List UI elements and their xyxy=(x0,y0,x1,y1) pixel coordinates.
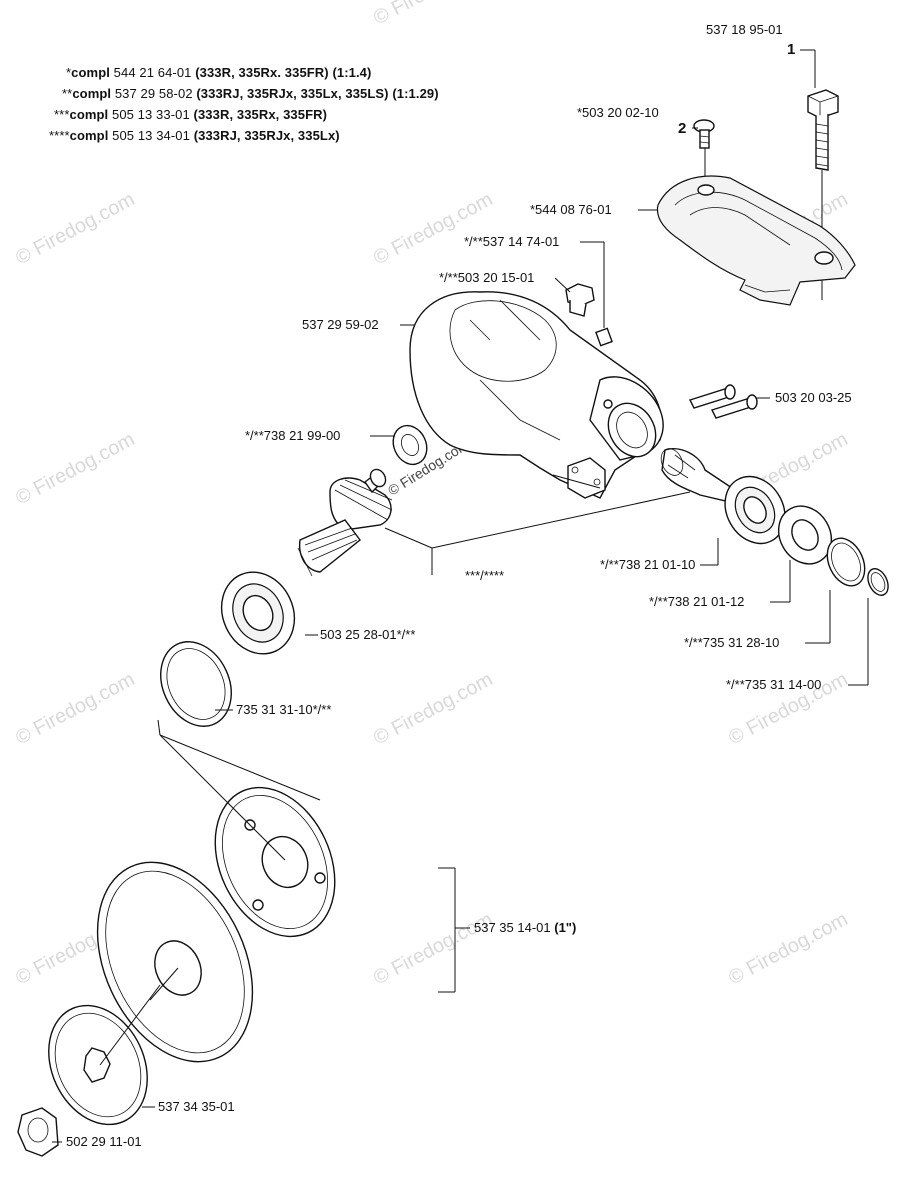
gear-cover-part xyxy=(656,175,856,306)
callout-503-20-15-01: */**503 20 15-01 xyxy=(439,270,535,285)
upper-flange-part xyxy=(214,786,336,938)
callout-537-29-59-02: 537 29 59-02 xyxy=(302,317,379,332)
callout-502-29-11-01: 502 29 11-01 xyxy=(66,1134,142,1149)
input-shaft-part xyxy=(660,448,738,503)
circlip-735-31-28-10 xyxy=(826,537,866,587)
callout-738-21-01-12: */**738 21 01-12 xyxy=(649,594,745,609)
ring-735-31-31-10 xyxy=(160,641,232,727)
callout-537-18-95-01: 537 18 95-01 xyxy=(706,22,783,37)
note-line-1: *compl 544 21 64-01 (333R, 335Rx. 335FR)… xyxy=(66,65,372,80)
callout-number-2: 2 xyxy=(678,120,687,137)
bearing-738-21-01-10 xyxy=(724,475,786,545)
plug-part xyxy=(565,283,613,347)
screws-part xyxy=(689,384,770,419)
small-screw-part xyxy=(693,119,715,186)
bearing-738-21-99-00 xyxy=(392,424,428,466)
callout-738-21-99-00: */**738 21 99-00 xyxy=(245,428,341,443)
bearing-738-21-01-12 xyxy=(777,505,833,565)
note-line-4: ****compl 505 13 34-01 (333RJ, 335RJx, 3… xyxy=(49,128,340,143)
leader-lines xyxy=(52,49,869,1143)
callout-544-08-76-01: *544 08 76-01 xyxy=(530,202,612,217)
nut-part xyxy=(17,1107,59,1157)
callout-537-34-35-01: 537 34 35-01 xyxy=(158,1099,235,1114)
callout-number-1: 1 xyxy=(787,41,796,58)
callout-735-31-28-10: */**735 31 28-10 xyxy=(684,635,780,650)
note-line-2: **compl 537 29 58-02 (333RJ, 335RJx, 335… xyxy=(62,86,439,101)
callout-stars-3-4: ***/**** xyxy=(465,568,505,583)
note-line-3: ***compl 505 13 33-01 (333R, 335Rx, 335F… xyxy=(54,107,328,122)
callout-503-25-28-01: 503 25 28-01*/** xyxy=(320,627,416,642)
callout-503-20-02-10: *503 20 02-10 xyxy=(577,105,659,120)
gear-housing-part xyxy=(409,291,664,499)
bevel-gear-shaft-part xyxy=(297,468,393,577)
circlip-735-31-14-00 xyxy=(867,568,889,596)
callout-537-35-14-01: 537 35 14-01 (1") xyxy=(474,920,577,935)
callout-738-21-01-10: */**738 21 01-10 xyxy=(600,557,696,572)
callout-537-14-74-01: */**537 14 74-01 xyxy=(464,234,560,249)
callout-735-31-14-00: */**735 31 14-00 xyxy=(726,677,822,692)
callout-735-31-31-10: 735 31 31-10*/** xyxy=(236,702,332,717)
bearing-503-25-28-01 xyxy=(220,571,296,655)
callout-503-20-03-25: 503 20 03-25 xyxy=(775,390,852,405)
